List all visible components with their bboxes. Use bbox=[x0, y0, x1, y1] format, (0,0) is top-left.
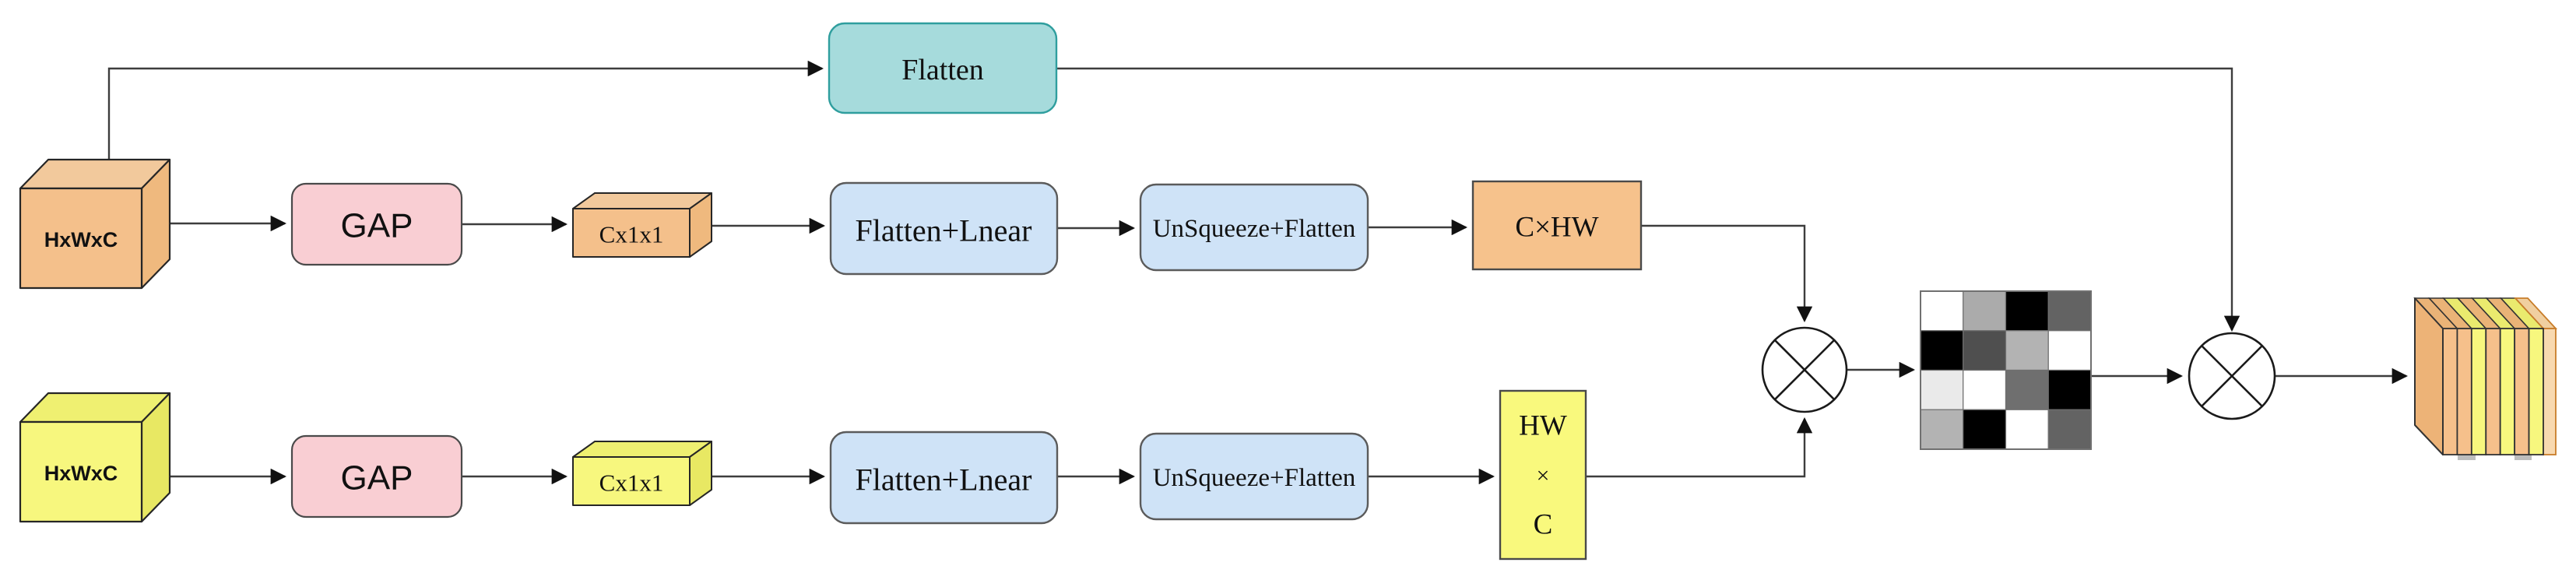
c1x1-bottom-label: Cx1x1 bbox=[599, 469, 664, 497]
output-cube-slab-front bbox=[2485, 328, 2501, 455]
output-cube-slab-front bbox=[2499, 328, 2516, 455]
gap-box-top bbox=[290, 182, 463, 266]
gap-top-label: GAP bbox=[341, 207, 413, 245]
attention-matrix-cell bbox=[2005, 330, 2049, 371]
flatten-linear-bottom-label: Flatten+Lnear bbox=[856, 462, 1032, 497]
connector-group bbox=[107, 60, 2409, 485]
output-cube-slab-front bbox=[2514, 328, 2530, 455]
unsqueeze-box-top bbox=[1139, 183, 1369, 272]
c1x1-bottom-top-face bbox=[572, 441, 712, 458]
input-cube-bottom-label: HxWxC bbox=[44, 462, 118, 485]
c-hw-box bbox=[1471, 180, 1643, 271]
attention-matrix-cell bbox=[2047, 409, 2092, 450]
output-cube-shadow-1 bbox=[2458, 453, 2476, 460]
c1x1-top-front-face bbox=[572, 208, 691, 258]
attention-matrix-cell bbox=[2005, 290, 2049, 332]
output-cube bbox=[2413, 297, 2558, 460]
connector-chw-to-matmul1 bbox=[1641, 224, 1813, 323]
attention-matrix-cell bbox=[1963, 409, 2007, 450]
hw-c-label-line3: C bbox=[1534, 509, 1553, 541]
input-cube-bottom-front-face bbox=[19, 420, 143, 523]
flatten-linear-box-bottom bbox=[829, 431, 1059, 525]
c1x1-cube-bottom bbox=[572, 441, 712, 506]
unsqueeze-box-bottom bbox=[1139, 432, 1369, 521]
attention-matrix-cell bbox=[1920, 330, 1964, 371]
attention-matrix-cell bbox=[2047, 290, 2092, 332]
flatten-linear-top-label: Flatten+Lnear bbox=[856, 213, 1032, 248]
connector-hwc-to-matmul1 bbox=[1586, 417, 1813, 478]
connector-flatten-to-matmul2 bbox=[1056, 67, 2240, 332]
attention-matrix-cell bbox=[2005, 409, 2049, 450]
unsqueeze-top-label: UnSqueeze+Flatten bbox=[1153, 215, 1356, 243]
attention-matrix-cell bbox=[1963, 290, 2007, 332]
input-cube-top bbox=[19, 158, 171, 290]
output-cube-shadow-2 bbox=[2514, 453, 2532, 460]
output-cube-backslab-front bbox=[2543, 328, 2557, 455]
attention-matrix-cell bbox=[1920, 290, 1964, 332]
output-cube-slab-front bbox=[2456, 328, 2472, 455]
output-cube-slab-front bbox=[2528, 328, 2544, 455]
flatten-box bbox=[828, 22, 1058, 114]
output-cube-slab-front bbox=[2470, 328, 2487, 455]
matmul-2-diag-2 bbox=[2201, 345, 2263, 407]
input-cube-top-label: HxWxC bbox=[44, 228, 118, 251]
attention-matrix-border bbox=[1920, 290, 2092, 450]
attention-matrix-cell bbox=[2047, 369, 2092, 410]
output-cube-stripes bbox=[2413, 297, 2558, 455]
output-cube-side-face bbox=[2414, 297, 2444, 455]
attention-matrix-cell bbox=[2005, 369, 2049, 410]
flatten-label: Flatten bbox=[901, 54, 984, 86]
matmul-2-icon bbox=[2188, 332, 2276, 420]
attention-matrix-cell bbox=[1963, 369, 2007, 410]
gap-box-bottom bbox=[290, 434, 463, 518]
c1x1-top-label: Cx1x1 bbox=[599, 221, 664, 248]
input-cube-top-front-face bbox=[19, 187, 143, 290]
attention-matrix bbox=[1920, 290, 2092, 450]
matmul-1-diag-2 bbox=[1774, 339, 1835, 400]
input-cube-bottom bbox=[19, 392, 171, 523]
unsqueeze-bottom-label: UnSqueeze+Flatten bbox=[1153, 464, 1356, 492]
flatten-linear-box-top bbox=[829, 181, 1059, 276]
hw-c-label-line1: HW bbox=[1519, 410, 1567, 442]
c1x1-cube-top bbox=[572, 192, 712, 258]
attention-matrix-cell bbox=[1963, 330, 2007, 371]
c1x1-top-top-face bbox=[572, 192, 712, 209]
attention-matrix-cell bbox=[1920, 369, 1964, 410]
attention-matrix-cell bbox=[2047, 330, 2092, 371]
hw-c-box bbox=[1499, 389, 1587, 561]
connector-input-to-flatten bbox=[107, 60, 824, 160]
c1x1-bottom-front-face bbox=[572, 456, 691, 506]
gap-bottom-label: GAP bbox=[341, 459, 413, 497]
output-cube-slab-front bbox=[2442, 328, 2458, 455]
c-hw-label: C×HW bbox=[1515, 212, 1598, 244]
hw-c-label-line2: × bbox=[1537, 463, 1550, 489]
matmul-1-icon bbox=[1761, 326, 1848, 413]
attention-matrix-cell bbox=[1920, 409, 1964, 450]
